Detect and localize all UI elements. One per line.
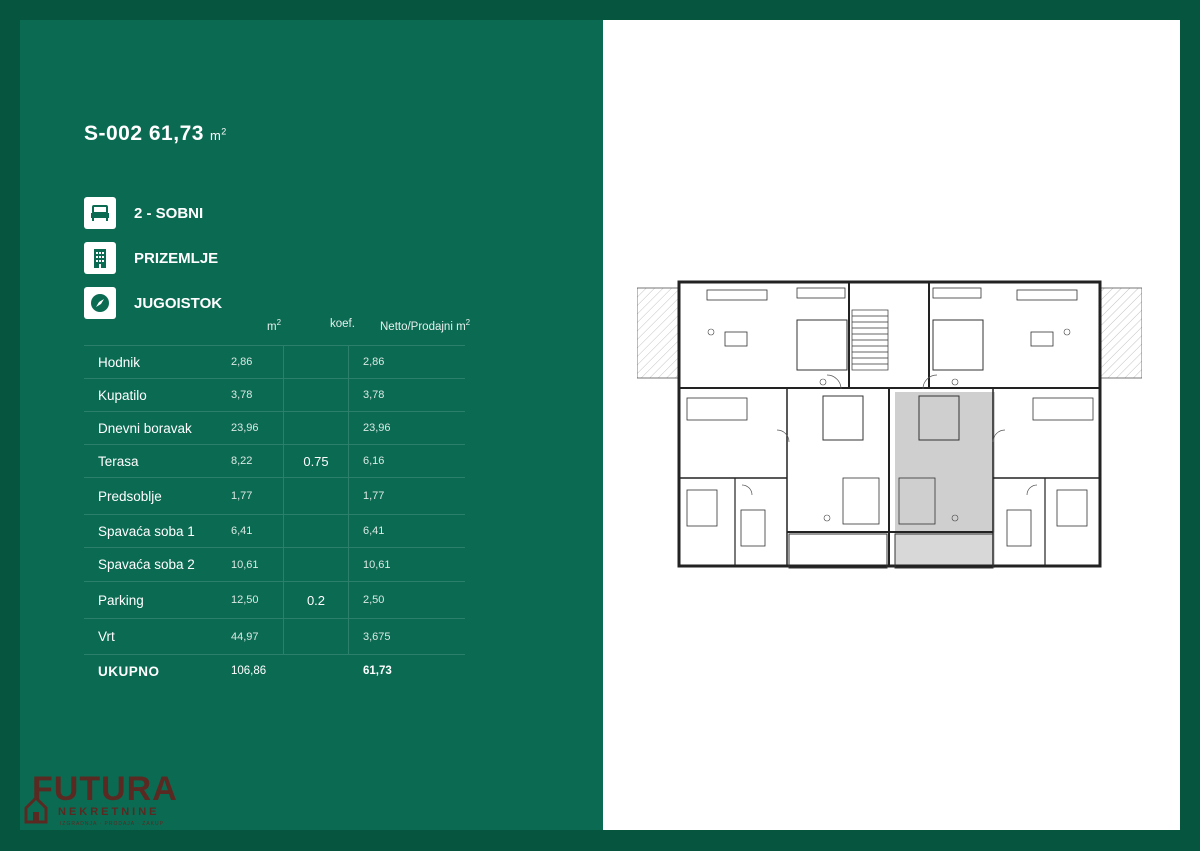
bathroom (822, 395, 864, 441)
sofa (898, 477, 936, 525)
table-row: Parking 12,50 0.2 2,50 (84, 582, 465, 619)
floorplan-panel (603, 20, 1180, 830)
unit-area-unit: m2 (209, 126, 227, 143)
room-tags (707, 328, 1071, 522)
building-icon (84, 242, 116, 274)
bed (1056, 489, 1088, 527)
area-table: Hodnik 2,86 2,86 Kupatilo 3,78 3,78 Dnev… (84, 345, 465, 687)
info-label-floor: PRIZEMLJE (134, 249, 219, 267)
bathroom (796, 319, 848, 371)
table (724, 331, 748, 347)
logo-wordmark: FUTURA (32, 770, 178, 808)
info-label-rooms: 2 - SOBNI (134, 204, 204, 222)
table-row-total: UKUPNO 106,86 61,73 (98, 663, 392, 679)
kitchen-counter (706, 289, 768, 301)
bathroom (918, 395, 960, 441)
terrace-left (637, 287, 680, 379)
bed (1032, 397, 1094, 421)
bottom-terrace (894, 533, 994, 569)
table-row: Hodnik 2,86 2,86 (84, 346, 465, 379)
bottom-terrace (788, 533, 888, 569)
table (1030, 331, 1054, 347)
terrace-right (1099, 287, 1142, 379)
info-label-orientation: JUGOISTOK (134, 294, 223, 312)
table-row: Vrt 44,97 3,675 (84, 619, 465, 655)
table-row: Spavaća soba 2 10,61 10,61 (84, 548, 465, 582)
bed (740, 509, 766, 547)
info-row-floor: PRIZEMLJE (84, 242, 218, 274)
floor-plan-drawing (637, 280, 1142, 569)
sofa (842, 477, 880, 525)
logo-tagline: IZGRADNJA · PRODAJA · ZAKUP (60, 821, 164, 827)
kitchen-counter (932, 287, 982, 299)
header-net: Netto/Prodajni m2 (380, 318, 471, 333)
kitchen-counter (796, 287, 846, 299)
header-koef: koef. (330, 318, 355, 330)
bed (686, 397, 748, 421)
info-panel (20, 20, 603, 830)
header-area: m2 (267, 318, 282, 333)
table-row: Terasa 8,22 0.75 6,16 (84, 445, 465, 478)
unit-code: S-002 61,73 (84, 122, 204, 145)
highlighted-terrace (895, 532, 995, 568)
bed (686, 489, 718, 527)
table-row: Dnevni boravak 23,96 23,96 (84, 412, 465, 445)
kitchen-counter (1016, 289, 1078, 301)
logo-subtitle: NEKRETNINE (58, 806, 160, 818)
company-logo: FUTURA NEKRETNINE IZGRADNJA · PRODAJA · … (24, 768, 196, 830)
logo-house-icon (24, 795, 48, 824)
bathroom (932, 319, 984, 371)
bed-icon (84, 197, 116, 229)
table-row: Predsoblje 1,77 1,77 (84, 478, 465, 515)
table-row: Kupatilo 3,78 3,78 (84, 379, 465, 412)
compass-icon (84, 287, 116, 319)
info-row-rooms: 2 - SOBNI (84, 197, 203, 229)
unit-title: S-002 61,73 m2 (84, 122, 227, 146)
info-row-orientation: JUGOISTOK (84, 287, 222, 319)
door-swings (741, 374, 1038, 496)
highlighted-unit (895, 392, 995, 532)
table-row: Spavaća soba 1 6,41 6,41 (84, 515, 465, 548)
staircase (851, 309, 889, 371)
bed (1006, 509, 1032, 547)
